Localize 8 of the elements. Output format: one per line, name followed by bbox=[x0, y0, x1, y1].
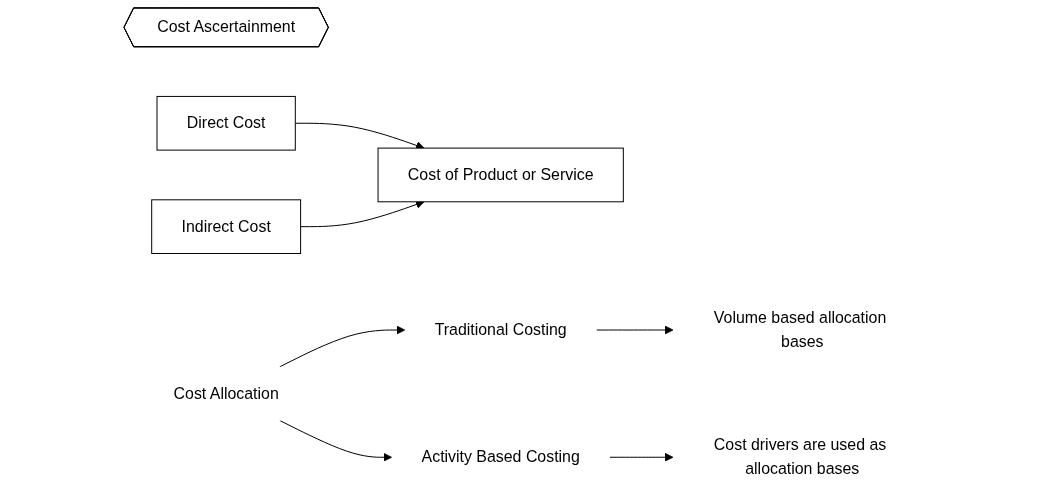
node-text: Activity Based Costing bbox=[421, 448, 581, 466]
node-text: Volume based allocation bases bbox=[714, 309, 887, 350]
node-box: Indirect Cost bbox=[151, 199, 302, 254]
node-text: Cost Allocation bbox=[173, 384, 280, 402]
node-box: Direct Cost bbox=[156, 95, 297, 151]
node-text: Traditional Costing bbox=[434, 321, 567, 338]
node-box: Cost of Product or Service bbox=[377, 147, 625, 203]
node-text: Cost drivers are used as allocation bases bbox=[714, 436, 887, 478]
